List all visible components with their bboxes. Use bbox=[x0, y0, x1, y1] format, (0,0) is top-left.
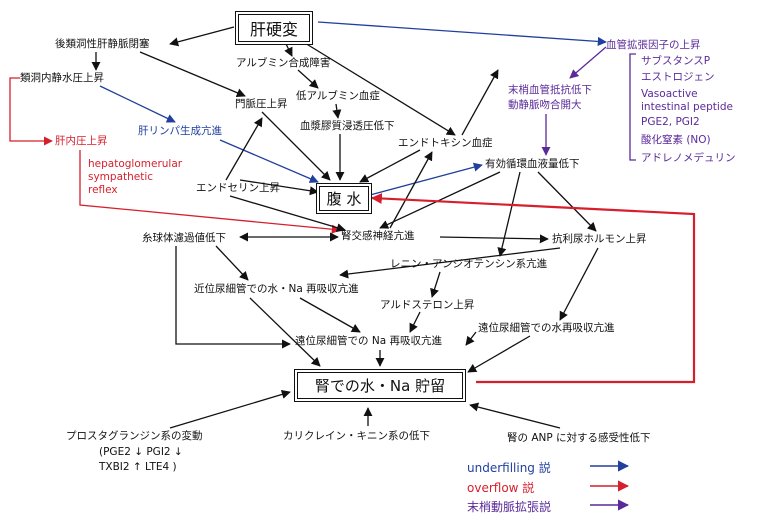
arrow-albumin-to-hypoalbuminemia bbox=[297, 69, 319, 89]
arrow-effective-to-raas bbox=[497, 171, 521, 257]
arrow-effective-to-adh bbox=[537, 171, 597, 232]
hepatoglomerular-reflex-3: reflex bbox=[88, 184, 118, 196]
arrow-sympathetic-to-adh bbox=[439, 234, 549, 244]
arrow-cirrhosis-to-vasodilator bbox=[317, 21, 607, 46]
renal-sympathetic: 腎交感神経亢進 bbox=[341, 230, 415, 242]
ascites-label: 腹 水 bbox=[319, 186, 369, 211]
cirrhosis-box: 肝硬変 bbox=[235, 11, 313, 45]
raas: レニン・アンジオテンシン系亢進 bbox=[390, 258, 548, 270]
arrow-sympathetic-to-endotoxemia bbox=[389, 151, 433, 229]
arrow-gfr-to-proximal bbox=[215, 245, 249, 281]
anp-sensitivity-drop: 腎の ANP に対する感受性低下 bbox=[507, 432, 651, 444]
arrow-vasodilator-to-peripheral bbox=[569, 46, 607, 79]
aldosterone-rise: アルドステロン上昇 bbox=[380, 299, 475, 311]
arrow-proximal-to-retention bbox=[249, 297, 321, 367]
arrow-endotoxemia-to-ascites bbox=[359, 149, 421, 183]
peripheral-resistance-drop-2: 動静脈吻合開大 bbox=[508, 99, 582, 111]
arrow-sinusoidal-to-lymph bbox=[99, 85, 176, 123]
hepatoglomerular-reflex-2: sympathetic bbox=[88, 171, 154, 183]
renal-retention-box: 腎での水・Na 貯留 bbox=[294, 369, 466, 402]
vasodilator-vip-1: Vasoactive bbox=[641, 88, 698, 100]
gfr-drop: 糸球体濾過値低下 bbox=[142, 232, 226, 244]
hypoalbuminemia: 低アルブミン血症 bbox=[296, 90, 380, 102]
peripheral-resistance-drop-1: 末梢血管抵抗低下 bbox=[508, 84, 592, 96]
albumin-synthesis-impairment: アルブミン合成障害 bbox=[236, 57, 331, 69]
oncotic-pressure-drop: 血漿膠質浸透圧低下 bbox=[300, 120, 395, 132]
ascites-box: 腹 水 bbox=[316, 183, 372, 214]
postsinusoidal-occlusion: 後類洞性肝静脈閉塞 bbox=[55, 38, 150, 50]
renal-retention-label: 腎での水・Na 貯留 bbox=[297, 372, 463, 399]
arrow-sinusoidal-to-intrahepatic bbox=[9, 77, 53, 146]
sinusoidal-pressure-rise: 類洞内静水圧上昇 bbox=[20, 72, 104, 84]
arrow-lymph-to-ascites bbox=[219, 139, 319, 183]
prostaglandin-change: プロスタグランジン系の変動 bbox=[66, 430, 203, 442]
vasodilator-substance-p: サブスタンスP bbox=[641, 55, 711, 67]
lymph-production-increase: 肝リンパ生成亢進 bbox=[138, 125, 222, 137]
arrow-gfr-to-retention bbox=[175, 246, 291, 349]
arrow-effective-to-sympathetic bbox=[379, 171, 501, 229]
distal-na-reabsorption: 遠位尿細管での Na 再吸収亢進 bbox=[295, 335, 442, 347]
legend-underfilling: underfilling 説 bbox=[467, 461, 551, 475]
arrow-prostaglandin-to-retention bbox=[169, 389, 291, 429]
vasodilator-pge2-pgi2: PGE2, PGI2 bbox=[641, 116, 700, 128]
vasodilator-vip-2: intestinal peptide bbox=[641, 101, 733, 113]
arrow-cirrhosis-to-endotoxemia bbox=[299, 39, 456, 136]
intrahepatic-pressure-rise: 肝内圧上昇 bbox=[55, 135, 108, 147]
arrow-endothelin-to-ascites bbox=[239, 179, 319, 196]
arrow-anp-to-retention bbox=[469, 402, 561, 429]
arrow-hypoalbuminemia-to-oncotic bbox=[332, 103, 342, 119]
prostaglandin-detail-2: TXBI2 ↑ LTE4 ) bbox=[99, 461, 177, 473]
arrow-retention-to-ascites bbox=[370, 192, 696, 384]
arrow-ascites-to-effective bbox=[369, 162, 483, 196]
arrow-proximal-to-distal-na bbox=[299, 297, 361, 333]
arrow-distal-water-to-distal-na bbox=[465, 331, 477, 346]
arrow-intrahepatic-to-reflex bbox=[79, 150, 341, 234]
arrow-endothelin-to-sympathetic bbox=[229, 195, 346, 233]
endotoxemia: エンドトキシン血症 bbox=[398, 137, 493, 149]
vasodilator-adrenomedullin: アドレノメデュリン bbox=[641, 152, 736, 164]
kallikrein-drop: カリクレイン・キニン系の低下 bbox=[283, 430, 430, 442]
cirrhosis-label: 肝硬変 bbox=[238, 14, 310, 42]
endothelin-rise: エンドセリン上昇 bbox=[196, 182, 280, 194]
arrow-portal-to-ascites bbox=[261, 111, 331, 181]
arrow-cirrhosis-to-occlusion bbox=[169, 26, 235, 47]
adh-rise: 抗利尿ホルモン上昇 bbox=[552, 233, 647, 245]
arrow-occlusion-to-portal bbox=[139, 51, 246, 98]
legend-peripheral-dilation: 末梢動脈拡張説 bbox=[467, 500, 552, 514]
prostaglandin-detail-1: (PGE2 ↓ PGI2 ↓ bbox=[99, 446, 183, 458]
vasodilator-no: 酸化窒素 (NO) bbox=[641, 134, 711, 146]
vasodilator-estrogen: エストロジェン bbox=[641, 71, 715, 83]
legend-overflow: overflow 説 bbox=[467, 481, 535, 495]
arrow-adh-to-raas bbox=[339, 247, 561, 279]
distal-water-reabsorption: 遠位尿細管での水再吸収亢進 bbox=[478, 322, 615, 334]
effective-volume-drop: 有効循環血液量低下 bbox=[485, 158, 580, 170]
arrow-aldosterone-to-distal-na bbox=[409, 311, 421, 333]
arrow-raas-to-aldosterone bbox=[430, 271, 441, 298]
arrow-adh-to-distal-water bbox=[559, 247, 599, 321]
arrow-endothelin-to-portal bbox=[225, 117, 263, 181]
vasodilator-bracket bbox=[629, 53, 636, 161]
portal-hypertension: 門脈圧上昇 bbox=[235, 98, 288, 110]
arrow-endotoxemia-to-peripheral bbox=[461, 69, 499, 136]
arrow-distal-water-to-retention bbox=[467, 335, 531, 373]
vasodilator-rise: 血管拡張因子の上昇 bbox=[606, 39, 701, 51]
proximal-reabsorption: 近位尿細管での水・Na 再吸収亢進 bbox=[194, 283, 359, 295]
hepatoglomerular-reflex-1: hepatoglomerular bbox=[88, 158, 183, 170]
